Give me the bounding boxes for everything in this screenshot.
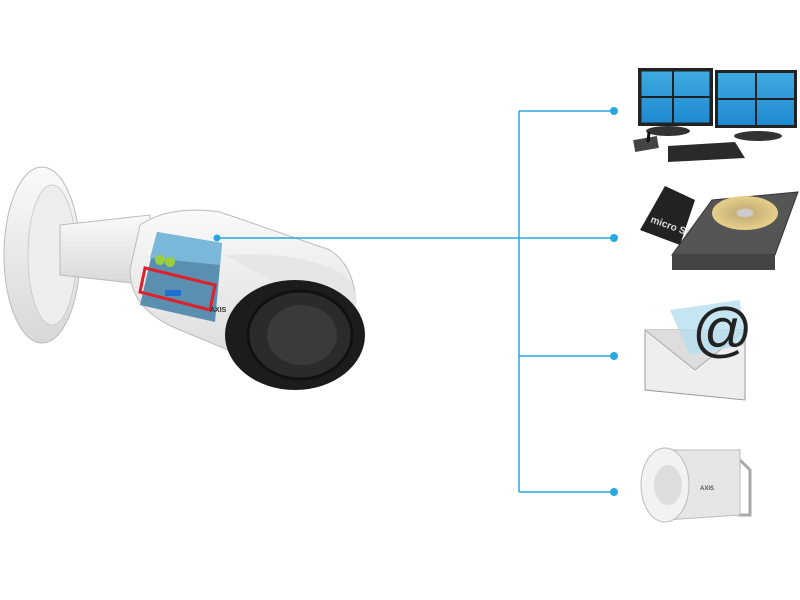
horn-speaker-icon: AXIS xyxy=(640,447,752,523)
connector-dot-speaker xyxy=(610,488,618,496)
at-symbol: @ xyxy=(692,296,753,363)
sd-card-and-hard-drive-icon: micro SD xyxy=(640,186,799,270)
connector-dot-email xyxy=(610,352,618,360)
connector-dot-camera xyxy=(213,234,221,242)
camera-logo: AXIS xyxy=(210,307,227,314)
envelope-at-icon: @ xyxy=(644,296,753,401)
monitors-keyboard-joystick-icon xyxy=(633,68,797,162)
connector-lines xyxy=(217,110,614,493)
connector-dot-monitoring xyxy=(610,107,618,115)
connector-dot-storage xyxy=(610,234,618,242)
camera-screen-overlay xyxy=(138,232,222,322)
speaker-logo: AXIS xyxy=(700,486,714,492)
camera-illustration: AXIS xyxy=(3,166,365,390)
